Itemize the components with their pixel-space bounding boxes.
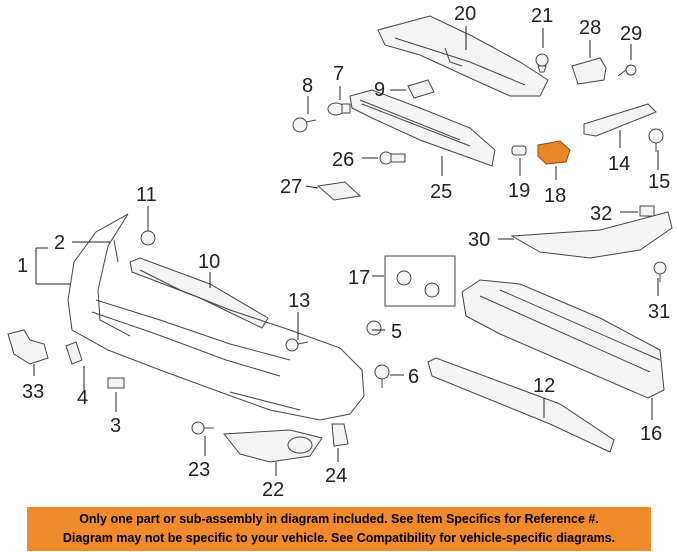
part-27-clip xyxy=(316,181,362,201)
callout-29: 29 xyxy=(620,23,642,45)
part-31-screw xyxy=(653,261,667,282)
callout-33: 33 xyxy=(22,381,44,403)
callout-31: 31 xyxy=(648,301,670,323)
part-21-clip xyxy=(535,53,549,73)
callout-19: 19 xyxy=(508,180,530,202)
part-16-reinforcement xyxy=(461,279,665,399)
part-33-sensor xyxy=(7,329,49,365)
part-2-bracket xyxy=(113,239,119,263)
part-3-clip xyxy=(107,377,125,389)
part-5-clip xyxy=(366,320,382,336)
part-13-clip xyxy=(285,338,309,352)
callout-26: 26 xyxy=(332,149,354,171)
part-6-screw xyxy=(374,364,390,388)
callout-6: 6 xyxy=(408,366,419,388)
callout-15: 15 xyxy=(648,171,670,193)
callout-16: 16 xyxy=(640,423,662,445)
part-18-bracket-highlighted xyxy=(537,140,571,165)
part-32-clip xyxy=(639,205,655,217)
callout-23: 23 xyxy=(188,459,210,481)
part-22-fog-grille xyxy=(223,429,323,463)
callout-20: 20 xyxy=(454,3,476,25)
callout-4: 4 xyxy=(77,387,88,409)
callout-24: 24 xyxy=(325,465,347,487)
callout-1: 1 xyxy=(17,255,28,277)
callout-22: 22 xyxy=(262,479,284,501)
disclaimer-line-2: Diagram may not be specific to your vehi… xyxy=(62,531,616,545)
callout-14: 14 xyxy=(608,153,630,175)
part-14-molding xyxy=(583,103,657,137)
callout-21: 21 xyxy=(531,5,553,27)
part-28-bracket xyxy=(571,57,607,85)
callout-2: 2 xyxy=(54,232,65,254)
part-8-bolt xyxy=(292,117,317,133)
part-20-upper-bracket xyxy=(377,15,549,97)
callout-labels: 20 21 28 29 8 7 9 26 25 27 19 18 14 15 3… xyxy=(17,3,670,501)
callout-5: 5 xyxy=(391,321,402,343)
callout-17: 17 xyxy=(348,267,370,289)
part-26-bolt xyxy=(379,151,406,165)
part-7-grommet xyxy=(327,102,351,116)
callout-12: 12 xyxy=(533,375,555,397)
callout-27: 27 xyxy=(280,176,302,198)
disclaimer-line-1: Only one part or sub-assembly in diagram… xyxy=(79,512,599,526)
callout-30: 30 xyxy=(468,229,490,251)
part-4-cover xyxy=(65,341,83,365)
part-1-bumper-cover xyxy=(67,213,365,421)
callout-18: 18 xyxy=(544,185,566,207)
part-12-absorber xyxy=(427,357,615,453)
parts-diagram: 20 21 28 29 8 7 9 26 25 27 19 18 14 15 3… xyxy=(7,3,673,501)
part-17-bolt-kit xyxy=(384,255,456,307)
part-15-clip xyxy=(648,128,664,152)
part-19-pin xyxy=(511,145,527,156)
part-29-screw xyxy=(617,64,637,77)
part-24-bracket xyxy=(331,423,349,447)
callout-32: 32 xyxy=(590,203,612,225)
callout-10: 10 xyxy=(198,251,220,273)
callout-28: 28 xyxy=(579,17,601,39)
part-30-spoiler xyxy=(510,211,673,259)
part-23-screw xyxy=(191,421,214,435)
callout-25: 25 xyxy=(430,181,452,203)
callout-3: 3 xyxy=(110,415,121,437)
callout-9: 9 xyxy=(374,79,385,101)
callout-7: 7 xyxy=(333,63,344,85)
part-10-bar xyxy=(129,257,269,329)
leader-lines xyxy=(33,26,659,476)
callout-11: 11 xyxy=(136,184,157,206)
callout-13: 13 xyxy=(288,290,310,312)
part-9-clip xyxy=(407,79,435,99)
callout-8: 8 xyxy=(302,75,313,97)
part-25-upper-grille xyxy=(349,89,496,167)
disclaimer-banner: Only one part or sub-assembly in diagram… xyxy=(27,507,651,551)
